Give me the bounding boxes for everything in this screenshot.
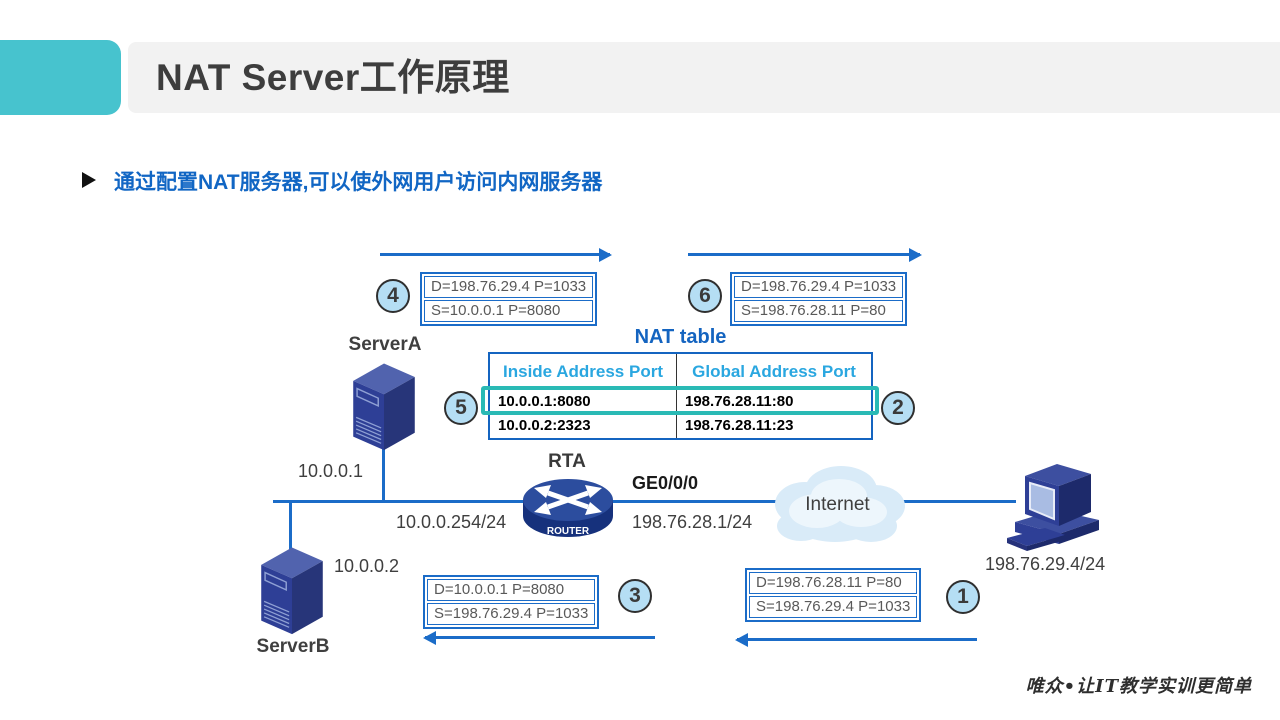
nat-table-title: NAT table (634, 326, 727, 348)
step-circle-4: 4 (376, 279, 410, 313)
serverB-link-line (289, 501, 292, 551)
internet-label: Internet (805, 494, 870, 515)
router-right-ip: 198.76.28.1/24 (632, 512, 753, 532)
step-circle-3: 3 (618, 579, 652, 613)
nat-col-header-global: Global Address Port (677, 354, 871, 390)
step-circle-6: 6 (688, 279, 722, 313)
flow-arrow-step1 (735, 632, 977, 647)
step-circle-5: 5 (444, 391, 478, 425)
router-icon-text: ROUTER (547, 526, 590, 537)
packet-src: S=10.0.0.1 P=8080 (424, 300, 594, 322)
packet-dst: D=198.76.28.11 P=80 (749, 572, 918, 594)
serverA-ip: 10.0.0.1 (298, 461, 364, 481)
flow-arrow-step6 (688, 247, 922, 262)
pc-icon (1007, 464, 1099, 551)
network-backbone-line (273, 500, 1016, 503)
bullet-triangle-icon (82, 172, 96, 188)
flow-arrow-step3 (423, 630, 655, 645)
accent-block (0, 40, 121, 115)
nat-row-highlight (481, 386, 879, 415)
title-bar (128, 42, 1280, 113)
nat-cell: 10.0.0.2:2323 (490, 414, 677, 438)
serverB-ip: 10.0.0.2 (334, 556, 400, 576)
packet-box-1: D=198.76.28.11 P=80 S=198.76.29.4 P=1033 (745, 568, 922, 622)
router-interface-label: GE0/0/0 (632, 473, 699, 493)
packet-src: S=198.76.29.4 P=1033 (749, 596, 918, 618)
router-left-ip: 10.0.0.254/24 (396, 512, 507, 532)
nat-table: Inside Address Port Global Address Port … (488, 352, 873, 440)
step-circle-2: 2 (881, 391, 915, 425)
serverB-icon (253, 536, 331, 636)
packet-box-4: D=198.76.29.4 P=1033 S=10.0.0.1 P=8080 (420, 272, 598, 326)
internet-cloud-icon (775, 466, 905, 542)
router-label: RTA (548, 451, 586, 472)
nat-cell: 198.76.28.11:23 (685, 417, 794, 434)
pc-ip: 198.76.29.4/24 (985, 554, 1106, 574)
flow-arrow-step4 (380, 247, 612, 262)
packet-dst: D=198.76.29.4 P=1033 (734, 276, 904, 298)
serverA-icon (345, 352, 423, 452)
page-title: NAT Server工作原理 (156, 57, 510, 98)
serverB-label: ServerB (256, 636, 330, 657)
packet-dst: D=10.0.0.1 P=8080 (427, 579, 596, 601)
brand-watermark: 唯众•让IT教学实训更简单 (1025, 676, 1252, 697)
serverA-link-line (382, 449, 385, 502)
serverA-label: ServerA (348, 334, 422, 355)
packet-dst: D=198.76.29.4 P=1033 (424, 276, 594, 298)
nat-col-header-inside: Inside Address Port (490, 354, 677, 390)
router-icon: ROUTER (523, 479, 613, 537)
packet-src: S=198.76.28.11 P=80 (734, 300, 904, 322)
bullet-text: 通过配置NAT服务器,可以使外网用户访问内网服务器 (114, 171, 603, 194)
packet-box-6: D=198.76.29.4 P=1033 S=198.76.28.11 P=80 (730, 272, 908, 326)
packet-box-3: D=10.0.0.1 P=8080 S=198.76.29.4 P=1033 (423, 575, 600, 629)
packet-src: S=198.76.29.4 P=1033 (427, 603, 596, 625)
step-circle-1: 1 (946, 580, 980, 614)
